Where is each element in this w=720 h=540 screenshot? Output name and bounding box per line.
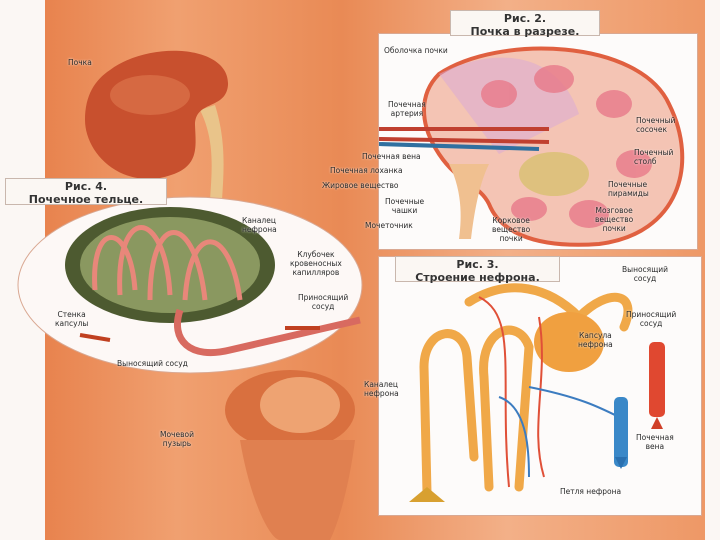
label-renal-column: Почечный столб xyxy=(634,148,674,166)
fig3-title-number: Рис. 3. xyxy=(456,258,499,271)
fig2-title-number: Рис. 2. xyxy=(503,12,547,25)
label-nephron-tubule-fig3: Каналец нефрона xyxy=(364,380,399,398)
label-renal-calyces: Почечные чашки xyxy=(385,197,425,215)
label-renal-vein-fig3: Почечная вена xyxy=(636,433,674,451)
label-afferent-vessel: Приносящий сосуд xyxy=(298,293,349,311)
label-renal-artery: Почечная артерия xyxy=(388,100,426,118)
label-renal-vein: Почечная вена xyxy=(362,152,421,161)
label-fat-tissue: Жировое вещество xyxy=(322,181,399,190)
label-ureter: Мочеточник xyxy=(365,221,413,230)
fig4-title-text: Почечное тельце. xyxy=(28,193,144,206)
label-cortex: Корковое вещество почки xyxy=(492,216,531,243)
label-renal-pelvis: Почечная лоханка xyxy=(330,166,403,175)
label-afferent-vessel-fig3: Приносящий сосуд xyxy=(626,310,677,328)
label-glomerulus: Клубочек кровеносных капилляров xyxy=(290,250,342,277)
fig2-title: Рис. 2. Почка в разрезе. xyxy=(450,10,600,38)
label-kidney-capsule: Оболочка почки xyxy=(384,46,448,55)
label-renal-papilla: Почечный сосочек xyxy=(636,116,676,134)
kidney-section-drawing xyxy=(379,46,685,247)
ureter-shape xyxy=(200,105,224,200)
fig3-title-text: Строение нефрона. xyxy=(415,271,540,284)
label-nephron-tubule: Каналец нефрона xyxy=(242,216,277,234)
kidney-label: Почка xyxy=(68,58,92,67)
fig3-title: Рис. 3. Строение нефрона. xyxy=(395,256,560,284)
fig3-panel xyxy=(378,256,702,516)
fig2-title-text: Почка в разрезе. xyxy=(470,25,580,38)
label-nephron-loop: Петля нефрона xyxy=(560,487,622,496)
label-medulla: Мозговое вещество почки xyxy=(595,206,634,233)
fig4-title-number: Рис. 4. xyxy=(64,180,108,193)
label-efferent-vessel-fig3: Выносящий сосуд xyxy=(622,265,669,283)
nephron-drawing xyxy=(409,283,665,502)
label-capsule-wall: Стенка капсулы xyxy=(55,310,89,328)
label-bladder: Мочевой пузырь xyxy=(160,430,194,448)
label-efferent-vessel: Выносящий сосуд xyxy=(117,359,188,368)
fig4-title: Рис. 4. Почечное тельце. xyxy=(5,178,167,206)
label-nephron-capsule: Капсула нефрона xyxy=(578,331,613,349)
label-renal-pyramids: Почечные пирамиды xyxy=(608,180,649,198)
fig2-panel xyxy=(378,33,698,250)
